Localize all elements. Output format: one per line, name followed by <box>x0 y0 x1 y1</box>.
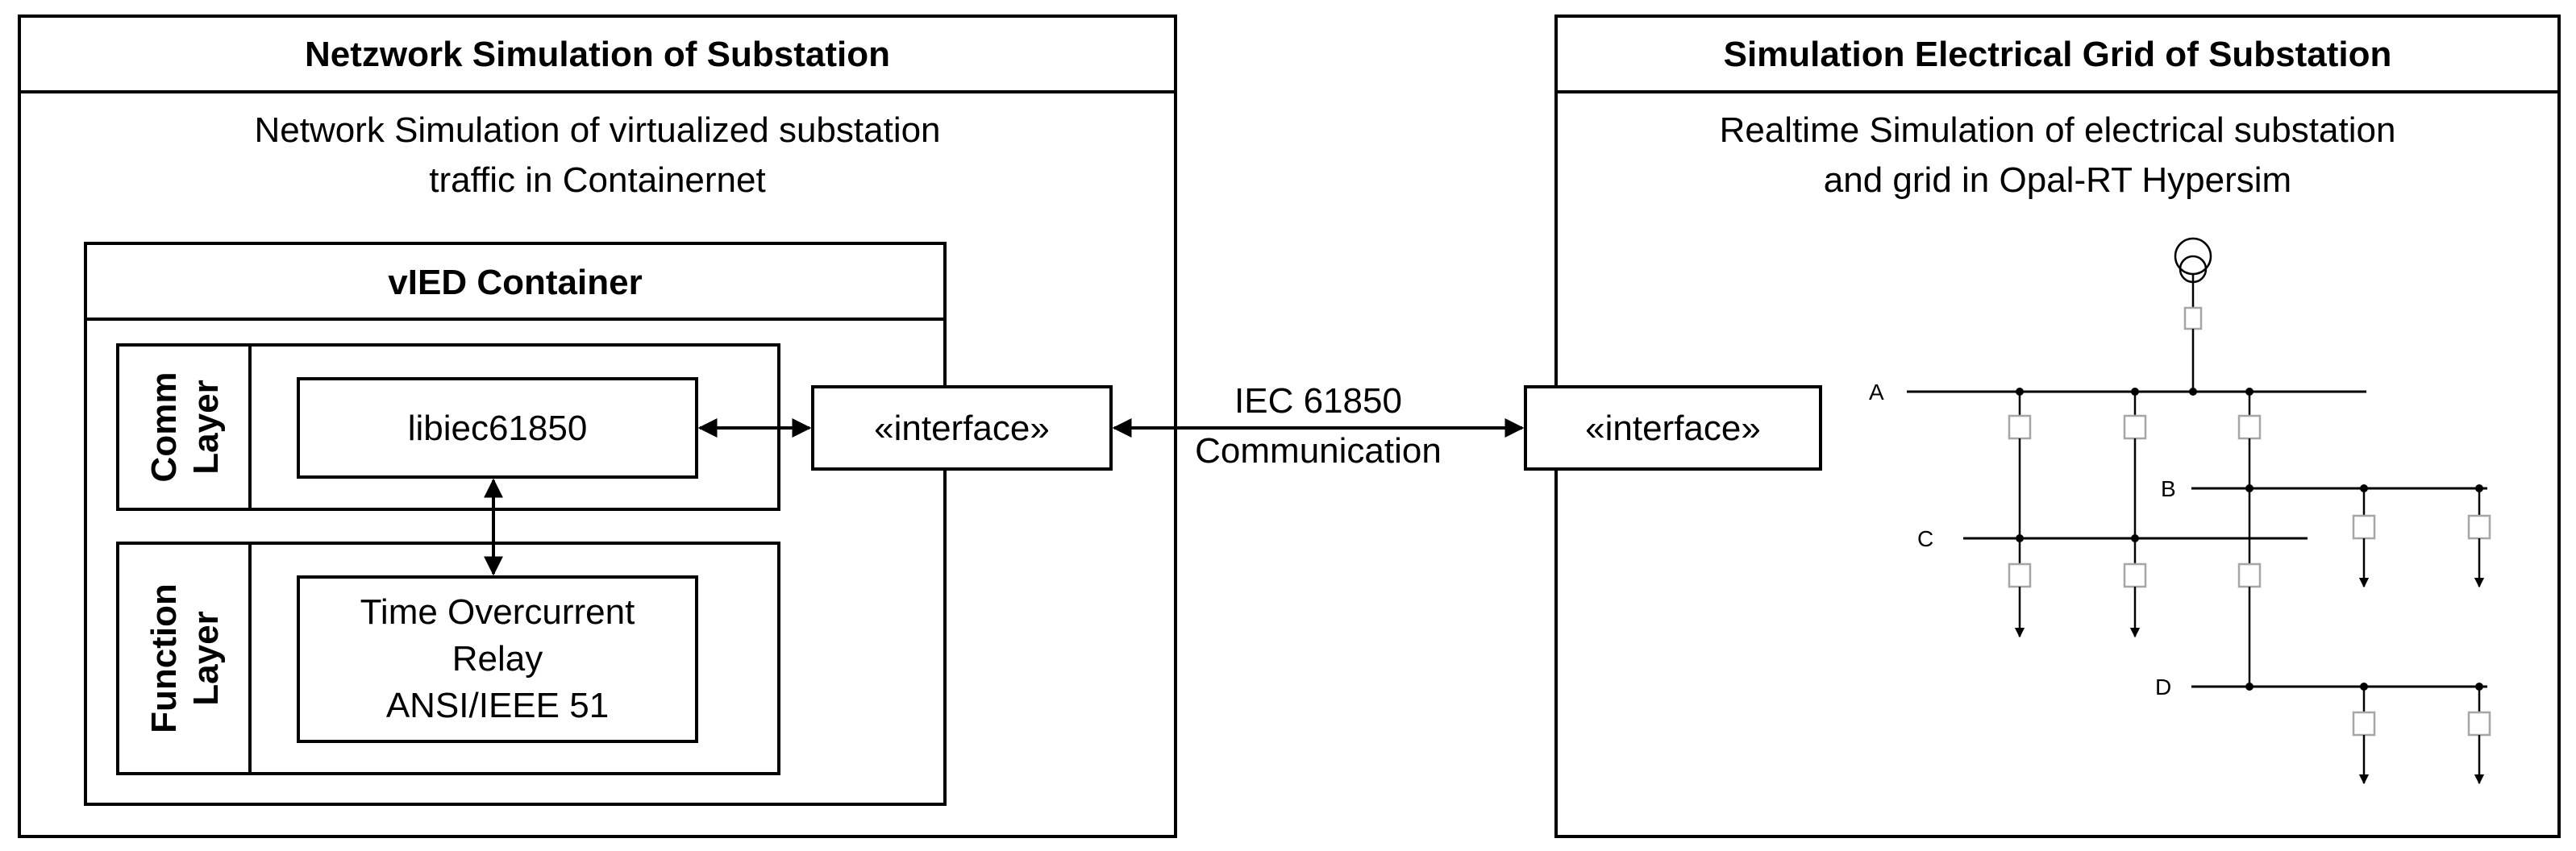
bus-c-label: C <box>1917 526 1933 551</box>
bus-a-label: A <box>1869 380 1884 405</box>
load-d-1 <box>2352 687 2376 785</box>
bus-b-label: B <box>2161 476 2176 501</box>
load-c-1 <box>2008 538 2032 638</box>
left-panel-description-line2: traffic in Containernet <box>429 160 765 200</box>
relay-label-line1: Time Overcurrent <box>360 592 635 632</box>
load-b-2 <box>2467 488 2491 588</box>
right-panel-title: Simulation Electrical Grid of Substation <box>1724 35 2392 74</box>
libiec61850-box: libiec61850 <box>297 377 698 479</box>
feeder-a-b-d <box>2237 392 2262 687</box>
comm-layer-label-line2: Layer <box>186 380 226 474</box>
left-interface-box: «interface» <box>811 385 1113 471</box>
load-c-2 <box>2123 538 2147 638</box>
function-layer-label-line2: Layer <box>186 611 226 705</box>
right-interface-box: «interface» <box>1524 385 1822 471</box>
overcurrent-relay-box: Time Overcurrent Relay ANSI/IEEE 51 <box>297 575 698 743</box>
relay-label-line3: ANSI/IEEE 51 <box>386 686 609 725</box>
left-interface-label: «interface» <box>874 409 1050 448</box>
right-interface-label: «interface» <box>1585 409 1761 448</box>
left-panel-title: Netzwork Simulation of Substation <box>305 35 890 74</box>
bus-d-label: D <box>2155 675 2171 699</box>
feeder-a-c-right <box>2123 392 2147 538</box>
right-panel-description-line2: and grid in Opal-RT Hypersim <box>1824 160 2291 200</box>
function-layer-label-line1: Function <box>144 583 184 733</box>
transformer-icon <box>2174 237 2212 392</box>
single-line-grid: A B C D <box>1869 237 2491 785</box>
load-b-1 <box>2352 488 2376 588</box>
link-label-line1: IEC 61850 <box>1234 381 1402 421</box>
load-d-2 <box>2467 687 2491 785</box>
left-panel-description-line1: Network Simulation of virtualized substa… <box>254 110 940 150</box>
right-panel-description-line1: Realtime Simulation of electrical substa… <box>1720 110 2396 150</box>
feeder-a-c-left <box>2008 392 2032 538</box>
libiec61850-label: libiec61850 <box>408 409 588 448</box>
comm-layer-label-line1: Comm <box>144 372 184 483</box>
relay-label-line2: Relay <box>452 639 543 679</box>
vied-container-title: vIED Container <box>388 263 642 302</box>
link-label-line2: Communication <box>1195 431 1442 471</box>
